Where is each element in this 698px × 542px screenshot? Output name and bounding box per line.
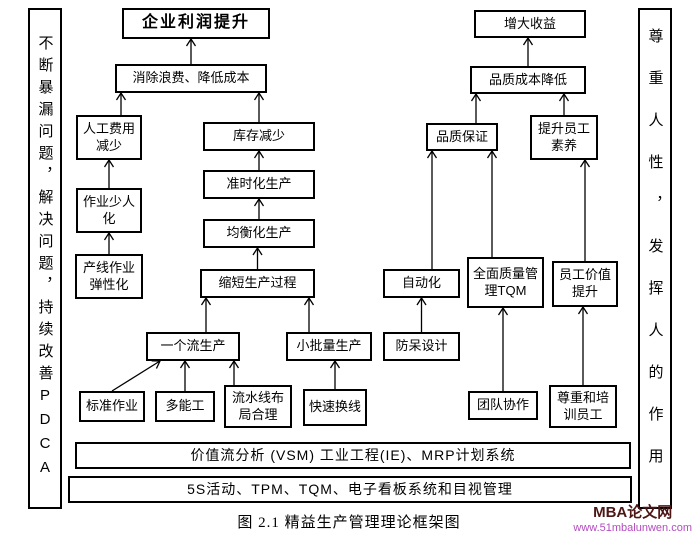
node-one-piece-flow: 一个流生产 [146,332,240,361]
node-jidoka-automation: 自动化 [383,269,460,298]
node-shorten-production-process: 缩短生产过程 [200,269,315,298]
node-labor-cost-reduction: 人工费用减少 [76,115,142,160]
node-multi-skilled-workers: 多能工 [155,391,215,422]
node-total-quality-management: 全面质量管理TQM [467,257,544,308]
node-inventory-reduction: 库存减少 [203,122,315,151]
foundation-bar-vsm-ie-mrp: 价值流分析 (VSM) 工业工程(IE)、MRP计划系统 [75,442,631,469]
node-employee-value-improvement: 员工价值提升 [552,261,618,307]
watermark-site-name: MBA论文网 [593,504,673,521]
node-quality-assurance: 品质保证 [426,123,498,151]
right-principle-text: 尊重人性，发挥人的作用 [646,27,664,490]
watermark: MBA论文网 www.51mbalunwen.com [573,501,692,534]
node-poka-yoke-design: 防呆设计 [383,332,460,361]
node-improve-staff-quality: 提升员工素养 [530,115,598,160]
node-standard-work: 标准作业 [79,391,145,422]
node-fewer-workers-operation: 作业少人化 [76,188,142,233]
node-enterprise-profit: 企业利润提升 [122,8,270,39]
node-small-batch-production: 小批量生产 [286,332,372,361]
node-quality-cost-reduction: 品质成本降低 [470,66,586,94]
right-principle-bar: 尊重人性，发挥人的作用 [638,8,672,509]
node-line-flexibility: 产线作业弹性化 [75,254,143,299]
foundation-bar-5s-tpm-tqm: 5S活动、TPM、TQM、电子看板系统和目视管理 [68,476,632,503]
arrow-standard_work-to-one_piece_flow [111,361,160,392]
figure-caption: 图 2.1 精益生产管理理论框架图 [237,515,461,531]
node-increase-revenue: 增大收益 [474,10,586,38]
node-production-leveling: 均衡化生产 [203,219,315,248]
left-principle-text: 不断暴漏问题，解决问题，持续改善PDCA [36,34,54,483]
node-respect-and-train-employees: 尊重和培训员工 [549,385,617,428]
node-quick-changeover: 快速换线 [303,389,367,426]
node-eliminate-waste-reduce-cost: 消除浪费、降低成本 [115,64,267,93]
left-principle-bar: 不断暴漏问题，解决问题，持续改善PDCA [28,8,62,509]
node-teamwork: 团队协作 [468,391,538,420]
watermark-site-url: www.51mbalunwen.com [573,522,692,534]
node-just-in-time-production: 准时化生产 [203,170,315,199]
node-line-layout-rational: 流水线布局合理 [224,385,292,428]
